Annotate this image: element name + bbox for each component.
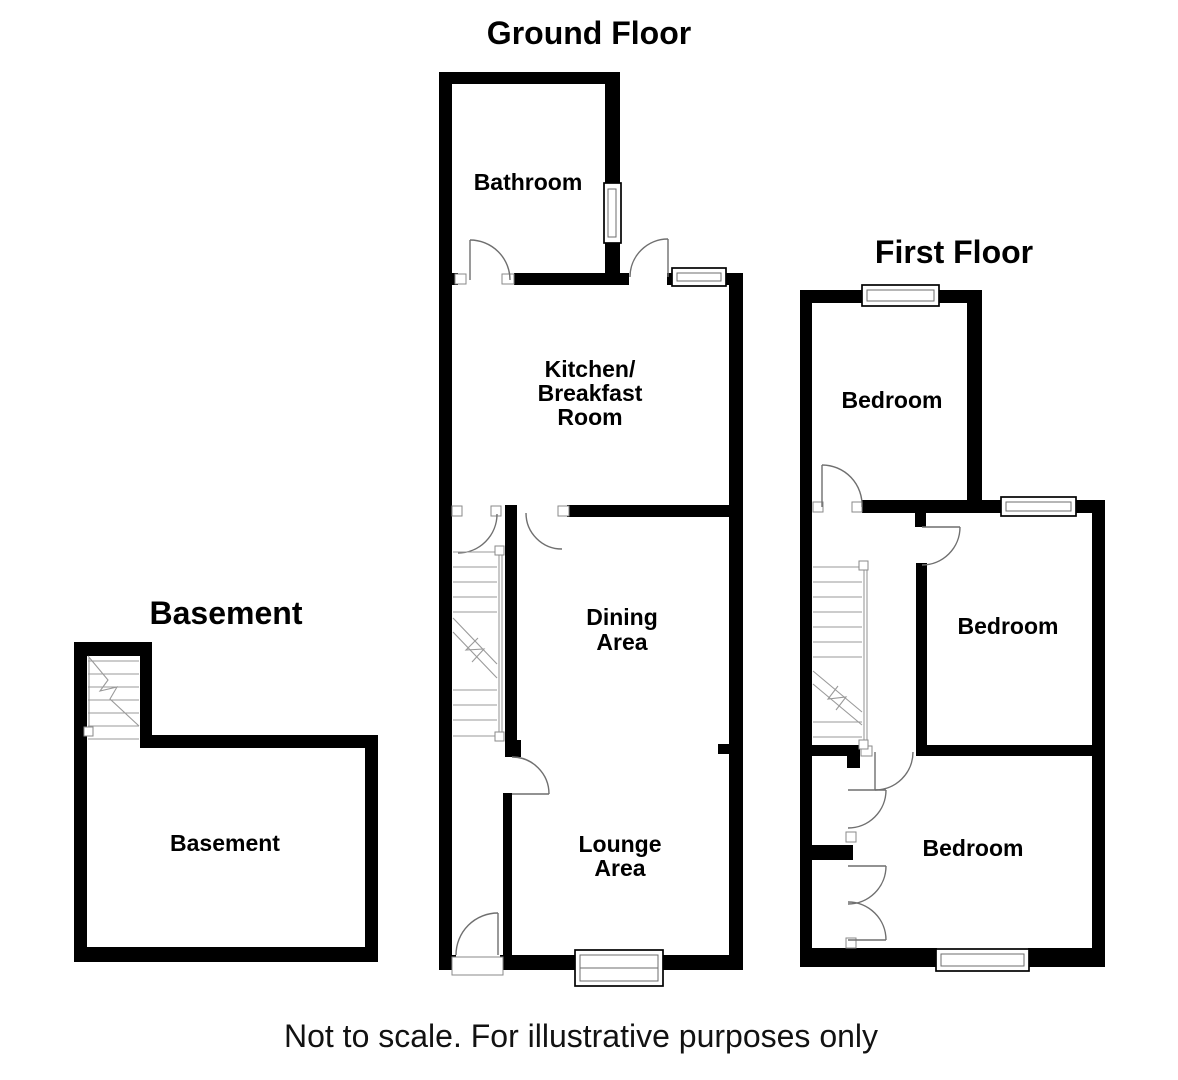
basement-plan: Basement Basement — [74, 595, 378, 962]
basement-room-label: Basement — [170, 830, 280, 856]
ground-floor-walls — [439, 72, 743, 970]
front-bedroom-door — [821, 464, 863, 508]
kitchen-label-line3: Room — [557, 404, 622, 430]
kitchen-label-line2: Breakfast — [538, 380, 643, 406]
ground-floor-stairs — [452, 545, 505, 742]
ground-floor-jambs — [451, 273, 570, 976]
lounge-window — [574, 949, 664, 987]
basement-walls — [74, 642, 378, 962]
kitchen-dining-door — [525, 512, 563, 550]
first-floor-doors — [821, 464, 961, 941]
ground-floor-plan: Ground Floor — [439, 15, 743, 987]
rear-bedroom-window — [935, 948, 1030, 972]
lounge-label-line1: Lounge — [578, 831, 661, 857]
dining-label-line1: Dining — [586, 604, 658, 630]
ground-floor-doors — [455, 238, 669, 956]
middle-bedroom-window — [1000, 496, 1077, 517]
dining-label-line2: Area — [596, 629, 647, 655]
front-entrance-door — [455, 912, 499, 956]
footer-disclaimer: Not to scale. For illustrative purposes … — [284, 1018, 878, 1054]
first-floor-stairs — [812, 560, 869, 750]
bathroom-label: Bathroom — [474, 169, 583, 195]
ground-floor-title: Ground Floor — [487, 15, 691, 51]
kitchen-label-line1: Kitchen/ — [545, 356, 636, 382]
lounge-label-line2: Area — [594, 855, 645, 881]
first-floor-plan: First Floor — [800, 234, 1105, 972]
rear-bedroom-door — [874, 751, 914, 791]
first-floor-title: First Floor — [875, 234, 1033, 270]
basement-title: Basement — [150, 595, 303, 631]
bathroom-window — [603, 182, 622, 244]
hall-lounge-door — [511, 756, 550, 795]
closet-door-c — [847, 901, 887, 941]
middle-bedroom-label: Bedroom — [958, 613, 1059, 639]
closet-door-b — [847, 865, 887, 905]
first-floor-walls — [800, 290, 1105, 967]
front-bedroom-label: Bedroom — [842, 387, 943, 413]
front-porch-step — [451, 956, 504, 976]
rear-bedroom-label: Bedroom — [923, 835, 1024, 861]
closet-door-a — [847, 789, 887, 829]
kitchen-hall-door — [457, 513, 498, 554]
kitchen-window — [671, 267, 727, 287]
middle-bedroom-door — [921, 526, 961, 566]
bathroom-door — [469, 239, 511, 281]
basement-stairs — [83, 655, 140, 740]
front-bedroom-window — [861, 284, 940, 307]
kitchen-back-door — [629, 238, 669, 278]
